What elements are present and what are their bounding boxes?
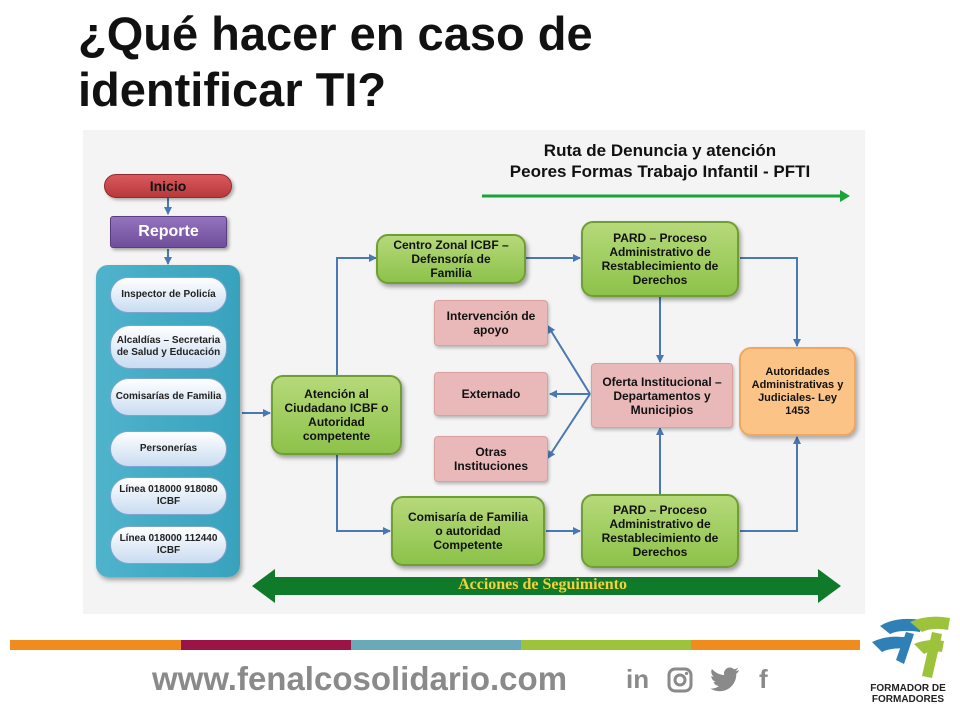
channel-inspector: Inspector de Policía [110,277,227,313]
route-title: Ruta de Denuncia y atención Peores Forma… [460,140,860,182]
channel-linea-112440: Línea 018000 112440 ICBF [110,526,227,564]
arrow-oferta-otras [547,393,591,459]
node-atencion: Atención al Ciudadano ICBF o Autoridad c… [271,375,402,455]
node-autoridades: Autoridades Administrativas y Judiciales… [739,347,856,436]
title-line-2: identificar TI? [78,63,387,116]
node-otras: Otras Instituciones [434,436,548,482]
channel-personerias: Personerías [110,431,227,467]
node-inicio: Inicio [104,174,232,198]
logo-line-2: FORMADORES [871,694,945,705]
page-title: ¿Qué hacer en caso de identificar TI? [78,6,593,118]
instagram-icon[interactable] [667,667,693,693]
arrow-pard-autoridades [740,257,801,347]
footer-bar-orange [10,640,181,650]
footer-bar-orange-2 [691,640,860,650]
title-line-1: ¿Qué hacer en caso de [78,7,593,60]
seguimiento-arrow [252,569,841,603]
website-url[interactable]: www.fenalcosolidario.com [152,660,568,697]
report-channels-panel [96,265,240,577]
arrow-pardb-autoridades [740,436,801,532]
node-reporte-label: Reporte [138,223,199,240]
formador-logo-icon [872,616,950,678]
linkedin-icon[interactable]: in [626,664,650,694]
node-externado: Externado [434,372,548,416]
route-title-line-2: Peores Formas Trabajo Infantil - PFTI [509,162,811,181]
arrow-atencion-comisaria [336,455,391,535]
node-centro-zonal: Centro Zonal ICBF – Defensoría de Famili… [376,234,526,284]
node-pard-bottom: PARD – Proceso Administrativo de Restabl… [581,494,739,568]
footer-bar-lime [521,640,691,650]
channel-alcaldias: Alcaldías – Secretaria de Salud y Educac… [110,325,227,369]
arrow-atencion-centro [336,254,377,375]
seguimiento-label: Acciones de Seguimiento [458,576,627,593]
logo-line-1: FORMADOR DE [870,683,946,694]
node-reporte: Reporte [110,216,227,248]
twitter-icon[interactable] [710,667,740,693]
footer-bar-maroon [181,640,351,650]
node-oferta: Oferta Institucional – Departamentos y M… [591,363,733,428]
node-comisaria-familia: Comisaría de Familia o autoridad Compete… [391,496,545,566]
node-pard-top: PARD – Proceso Administrativo de Restabl… [581,221,739,297]
route-arrowhead [840,190,850,202]
arrow-oferta-intervencion [547,325,591,395]
footer-bar-teal [351,640,521,650]
channel-linea-918080: Línea 018000 918080 ICBF [110,477,227,515]
node-inicio-label: Inicio [149,178,187,194]
facebook-icon[interactable]: f [759,664,768,694]
logo-text: FORMADOR DE FORMADORES [860,683,956,705]
route-title-line-1: Ruta de Denuncia y atención [543,141,777,160]
node-intervencion: Intervención de apoyo [434,300,548,346]
channel-comisarias: Comisarías de Familia [110,378,227,416]
